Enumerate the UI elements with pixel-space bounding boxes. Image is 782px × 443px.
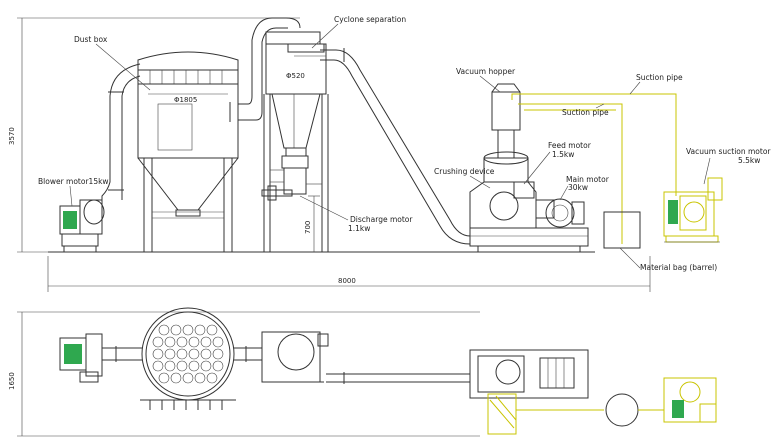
plan-dust-box: [140, 307, 236, 410]
feed-motor-label-2: 1.5kw: [552, 150, 574, 159]
plan-crushing-device: [469, 349, 589, 435]
discharge-motor-label-2: 1.1kw: [348, 224, 370, 233]
suction-pipe-label-1: Suction pipe: [636, 73, 683, 82]
plan-cyclone: [261, 331, 329, 383]
cyclone-diameter: Φ520: [286, 72, 305, 80]
blower-motor-green: [63, 211, 77, 229]
crushing-device-label: Crushing device: [434, 167, 495, 176]
vacuum-hopper-label: Vacuum hopper: [456, 67, 516, 76]
suction-lines: Suction pipe Suction pipe: [511, 73, 683, 244]
cyclone-separation-label: Cyclone separation: [334, 15, 406, 24]
feed-motor-label-1: Feed motor: [548, 141, 592, 150]
discharge-height: 700: [304, 221, 312, 234]
crushing-device: Vacuum hopper Feed motor 1.5kw Crushing …: [434, 67, 610, 252]
plan-vacuum-motor-green: [672, 400, 684, 418]
plan-blower-green: [64, 344, 82, 364]
plan-vacuum-motor: [663, 377, 717, 423]
elevation-view: 3570 8000 Blower motor15kw: [8, 15, 771, 292]
plan-blower: [59, 333, 103, 383]
length-dimension: 8000: [47, 256, 651, 292]
suction-pipe-label-2: Suction pipe: [562, 108, 609, 117]
dust-box-label: Dust box: [74, 35, 108, 44]
main-motor-label-1: Main motor: [566, 175, 610, 184]
discharge-motor-label-1: Discharge motor: [350, 215, 413, 224]
dust-box: Dust box Φ1805: [74, 35, 239, 252]
vacuum-suction-motor-label-1: Vacuum suction motor: [686, 147, 771, 156]
main-motor-label-2: 30kw: [568, 183, 588, 192]
vacuum-motor-green: [668, 200, 678, 224]
plan-width-value: 1650: [8, 372, 16, 390]
height-dimension: 3570: [8, 17, 300, 253]
material-bag: Material bag (barrel): [603, 211, 717, 272]
cyclone-separator: Cyclone separation Φ520: [263, 15, 406, 252]
discharge-motor: Discharge motor 1.1kw 700: [261, 185, 413, 252]
blower-unit: Blower motor15kw: [38, 177, 109, 252]
dust-box-diameter: Φ1805: [174, 96, 197, 104]
plan-width-dimension: 1650: [8, 311, 480, 437]
vacuum-suction-motor: Vacuum suction motor 5.5kw: [663, 147, 771, 243]
plan-view: 1650: [8, 307, 717, 437]
material-bag-label: Material bag (barrel): [640, 263, 717, 272]
vacuum-suction-motor-label-2: 5.5kw: [738, 156, 760, 165]
length-value: 8000: [338, 277, 356, 285]
blower-motor-label: Blower motor15kw: [38, 177, 109, 186]
height-value: 3570: [8, 127, 16, 145]
